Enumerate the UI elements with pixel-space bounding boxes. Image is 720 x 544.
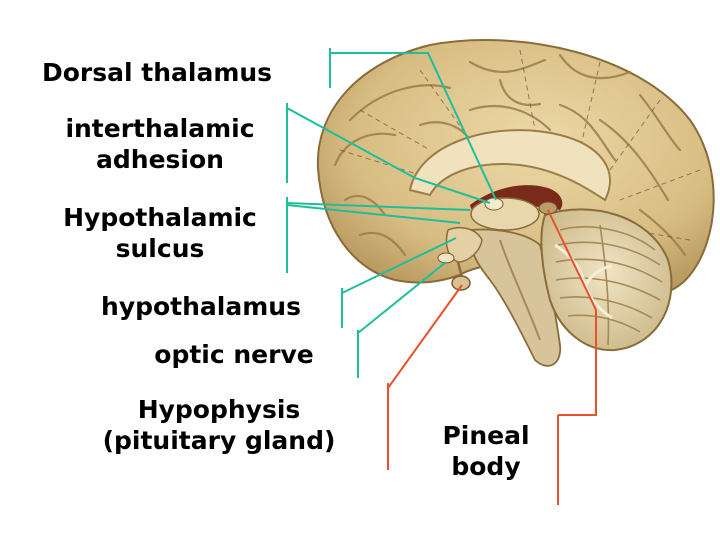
red-leaders	[387, 209, 597, 505]
pineal-body-shape	[538, 201, 558, 215]
label-interthalamic-line1: interthalamic	[65, 114, 255, 143]
label-dorsal-thalamus: Dorsal thalamus	[42, 57, 308, 88]
pituitary	[451, 275, 471, 291]
label-pineal-line2: body	[451, 452, 521, 481]
thalamus	[470, 197, 540, 231]
label-hypothalamic-sulcus: Hypothalamic sulcus	[48, 202, 272, 264]
label-hypothalamus: hypothalamus	[86, 291, 316, 322]
interthalamic-adhesion-shape	[484, 197, 504, 211]
label-hypothalamic-line1: Hypothalamic	[63, 203, 257, 232]
optic-chiasm	[437, 252, 455, 264]
label-hypophysis: Hypophysis (pituitary gland)	[82, 394, 356, 456]
hypothalamus-region	[445, 227, 483, 263]
label-dorsal-thalamus-text: Dorsal thalamus	[42, 58, 273, 87]
label-pineal-line1: Pineal	[442, 421, 530, 450]
cerebellar-folia	[555, 224, 663, 346]
label-optic-nerve-text: optic nerve	[154, 340, 314, 369]
corpus-callosum	[408, 129, 611, 202]
label-hypophysis-line1: Hypophysis	[137, 395, 301, 424]
gyri	[333, 53, 687, 272]
label-hypophysis-line2: (pituitary gland)	[102, 426, 336, 455]
label-optic-nerve: optic nerve	[143, 339, 325, 370]
label-pineal-body: Pineal body	[428, 420, 544, 482]
green-leaders	[286, 48, 497, 378]
label-interthalamic-adhesion: interthalamic adhesion	[50, 113, 270, 175]
label-interthalamic-line2: adhesion	[96, 145, 224, 174]
label-hypothalamus-text: hypothalamus	[101, 292, 301, 321]
label-hypothalamic-line2: sulcus	[115, 234, 205, 263]
